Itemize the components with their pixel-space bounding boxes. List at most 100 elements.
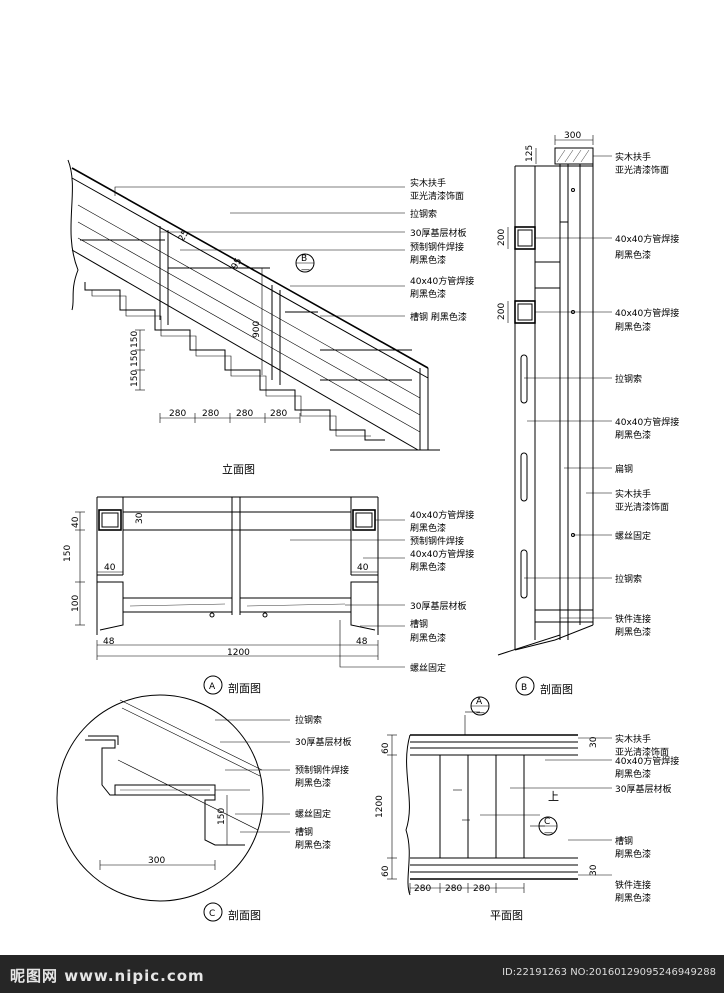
section-c-text: 300 150 拉钢索 30厚基层材板 预制钢件焊接 刷黑色漆 螺丝固定 槽钢 …	[148, 714, 351, 922]
dim-tread-2: 280	[202, 409, 219, 419]
dim-a-100: 100	[71, 595, 81, 612]
plan-dim-tread-1: 280	[414, 884, 431, 894]
label-b-tube-c1: 40x40方管焊接	[615, 416, 679, 428]
drawing-sheet: 实木扶手 亚光清漆饰面 拉钢索 30厚基层材板 预制钢件焊接 刷黑色漆 40x4…	[56, 131, 679, 922]
dim-riser-2: 150	[130, 350, 140, 367]
label-b-iron-1: 铁件连接	[615, 613, 651, 625]
label-b-tube-a2: 刷黑色漆	[615, 249, 651, 261]
plan-label-channel-2: 刷黑色漆	[615, 848, 651, 860]
dim-height: 900	[252, 321, 262, 338]
plan-marker-a-top: A	[476, 697, 483, 707]
plan-dim-30a: 30	[589, 736, 599, 748]
label-b-tube-a1: 40x40方管焊接	[615, 233, 679, 245]
label-a-tube-2: 刷黑色漆	[410, 522, 446, 534]
plan-drawing	[387, 696, 612, 896]
dim-a-40b: 40	[104, 563, 116, 573]
label-c-channel-2: 刷黑色漆	[295, 839, 331, 851]
plan-label-board: 30厚基层材板	[615, 783, 671, 795]
section-b-title: 剖面图	[540, 682, 573, 696]
label-c-cable: 拉钢索	[295, 714, 322, 726]
dim-tread-4: 280	[270, 409, 287, 419]
elevation-text: 实木扶手 亚光清漆饰面 拉钢索 30厚基层材板 预制钢件焊接 刷黑色漆 40x4…	[130, 177, 474, 476]
label-a-channel-1: 槽钢	[410, 618, 428, 630]
label-b-tube-b1: 40x40方管焊接	[615, 307, 679, 319]
plan-dim-1200: 1200	[375, 795, 385, 818]
plan-dim-60a: 60	[381, 742, 391, 754]
dim-tread-3: 280	[236, 409, 253, 419]
label-b-handrail-1: 实木扶手	[615, 151, 651, 163]
plan-dim-60b: 60	[381, 865, 391, 877]
dim-a-48a: 48	[103, 637, 115, 647]
label-c-channel-1: 槽钢	[295, 826, 313, 838]
label-b-iron-2: 刷黑色漆	[615, 626, 651, 638]
label-preweld-1: 预制钢件焊接	[410, 241, 464, 253]
plan-label-channel-1: 槽钢	[615, 835, 633, 847]
plan-dim-tread-2: 280	[445, 884, 462, 894]
marker-a: A	[209, 682, 216, 692]
label-a-board: 30厚基层材板	[410, 600, 466, 612]
section-c-drawing	[56, 694, 290, 922]
plan-label-handrail-2: 亚光清漆饰面	[615, 746, 669, 758]
section-b-text: 300 125 200 200 实木扶手 亚光清漆饰面 40x40方管焊接 刷黑…	[497, 131, 679, 696]
plan-label-iron-2: 刷黑色漆	[615, 892, 651, 904]
plan-label-tube-2: 刷黑色漆	[615, 768, 651, 780]
label-a-tube-1: 40x40方管焊接	[410, 509, 474, 521]
label-handrail-2: 亚光清漆饰面	[410, 190, 464, 202]
plan-title: 平面图	[490, 909, 523, 922]
label-board: 30厚基层材板	[410, 227, 466, 239]
label-b-cable-1: 拉钢索	[615, 373, 642, 385]
dim-b-width: 300	[564, 131, 581, 141]
plan-marker-c-top: C	[544, 817, 550, 827]
dim-a-1200: 1200	[227, 648, 250, 658]
marker-c: C	[209, 909, 215, 919]
label-tube-1: 40x40方管焊接	[410, 275, 474, 287]
watermark-footer: 昵图网 www.nipic.com ID:22191263 NO:2016012…	[0, 955, 724, 993]
elevation-drawing	[67, 159, 440, 451]
label-b-tube-b2: 刷黑色漆	[615, 321, 651, 333]
label-tube-2: 刷黑色漆	[410, 288, 446, 300]
dim-25: 25	[177, 229, 191, 244]
elevation-title: 立面图	[222, 462, 255, 476]
label-c-screw: 螺丝固定	[295, 808, 331, 820]
section-a-drawing	[75, 496, 405, 695]
dim-b-tube-1: 200	[497, 229, 507, 246]
label-c-preweld-2: 刷黑色漆	[295, 777, 331, 789]
dim-a-48b: 48	[356, 637, 368, 647]
site-logo: 昵图网 www.nipic.com	[10, 967, 205, 985]
label-b-cable-2: 拉钢索	[615, 573, 642, 585]
plan-text: A — C — 上 60 1200 60 30 30 280 280 280 实…	[375, 697, 679, 922]
label-c-board: 30厚基层材板	[295, 736, 351, 748]
label-a-preweld: 预制钢件焊接	[410, 535, 464, 547]
marker-b-top: B	[301, 254, 307, 264]
label-cable: 拉钢索	[410, 208, 437, 220]
dim-b-tube-2: 200	[497, 303, 507, 320]
dim-c-150: 150	[217, 808, 227, 825]
dim-a-40a: 40	[71, 516, 81, 528]
label-b-flat-steel: 扁钢	[615, 463, 633, 475]
plan-dim-tread-3: 280	[473, 884, 490, 894]
plan-label-tube-1: 40x40方管焊接	[615, 755, 679, 767]
label-b-handrail-b1: 实木扶手	[615, 488, 651, 500]
dim-c-300: 300	[148, 856, 165, 866]
image-id-text: ID:22191263 NO:20160129095246949288	[502, 967, 716, 978]
dim-b-top: 125	[525, 145, 535, 162]
plan-marker-a-bottom: —	[476, 708, 485, 718]
label-b-tube-c2: 刷黑色漆	[615, 429, 651, 441]
label-a-channel-2: 刷黑色漆	[410, 632, 446, 644]
marker-b-bottom: —	[301, 265, 310, 275]
plan-label-handrail-1: 实木扶手	[615, 733, 651, 745]
label-b-handrail-b2: 亚光清漆饰面	[615, 501, 669, 513]
label-a-screw: 螺丝固定	[410, 662, 446, 674]
dim-a-150: 150	[63, 545, 73, 562]
section-b-drawing	[497, 135, 612, 696]
label-b-screw: 螺丝固定	[615, 530, 651, 542]
dim-a-30: 30	[135, 512, 145, 524]
label-a-tube-b1: 40x40方管焊接	[410, 548, 474, 560]
label-b-handrail-2: 亚光清漆饰面	[615, 164, 669, 176]
section-a-title: 剖面图	[228, 681, 261, 695]
label-c-preweld-1: 预制钢件焊接	[295, 764, 349, 776]
section-c-title: 剖面图	[228, 908, 261, 922]
plan-dim-30b: 30	[589, 864, 599, 876]
label-preweld-2: 刷黑色漆	[410, 254, 446, 266]
dim-tread-1: 280	[169, 409, 186, 419]
